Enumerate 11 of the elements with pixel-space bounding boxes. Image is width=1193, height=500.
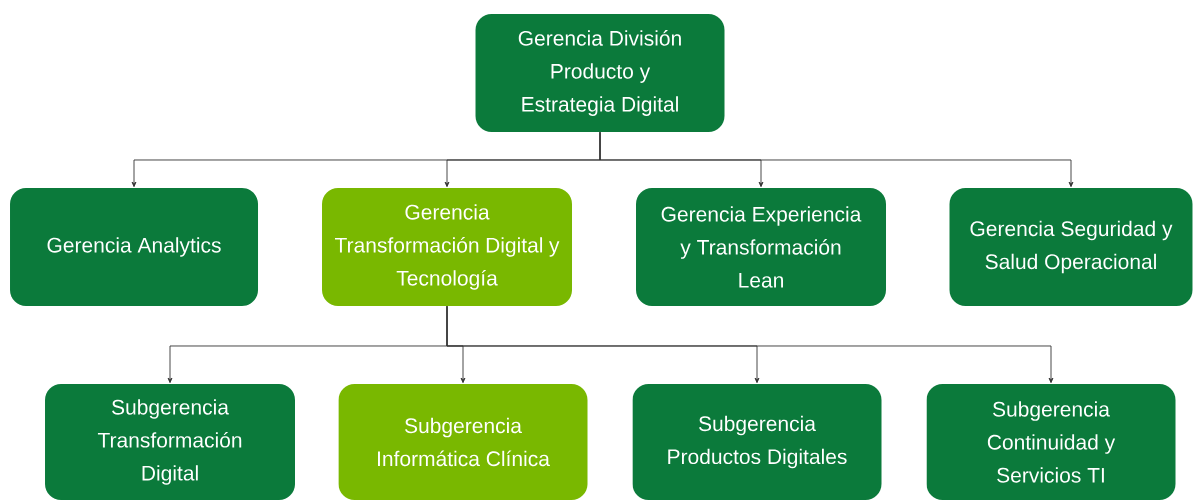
- org-box: Gerencia Analytics: [10, 188, 258, 306]
- org-box: Subgerencia Informática Clínica: [338, 384, 588, 500]
- org-box: Gerencia Seguridad y Salud Operacional: [949, 188, 1193, 306]
- org-box: Subgerencia Transformación Digital: [45, 384, 295, 500]
- org-box: Gerencia Transformación Digital y Tecnología: [322, 188, 572, 306]
- org-box: Subgerencia Continuidad y Servicios TI: [926, 384, 1176, 500]
- arrow: [446, 305, 1054, 384]
- org-box: Subgerencia Productos Digitales: [632, 384, 882, 500]
- arrow: [599, 131, 1074, 188]
- org-box: Gerencia Experiencia y Transformación Lean: [636, 188, 886, 306]
- org-box: Gerencia División Producto y Estrategia Digital: [475, 14, 725, 132]
